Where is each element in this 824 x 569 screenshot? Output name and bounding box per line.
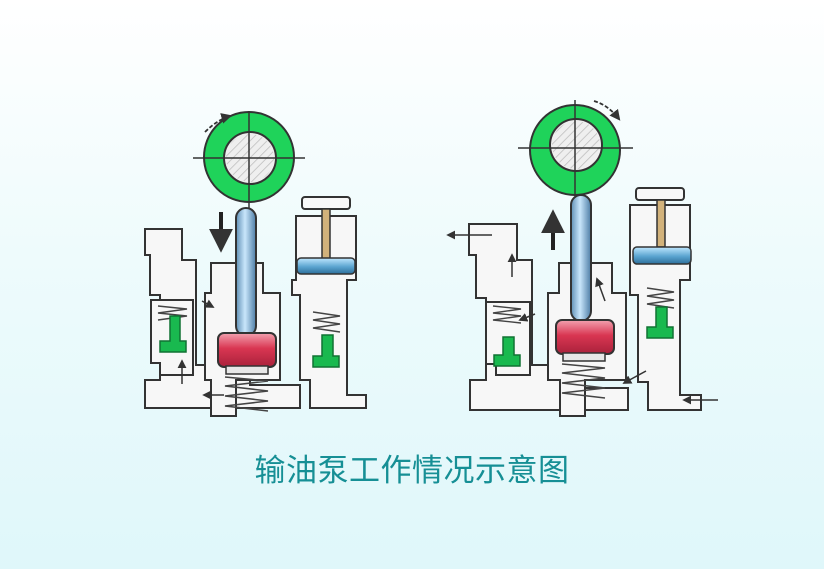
left-rotation-arrow: [204, 113, 233, 133]
right-piston: [555, 319, 615, 355]
left-inlet-valve: [159, 315, 187, 353]
left-outlet-valve-spring: [312, 311, 341, 333]
left-blue-disk: [296, 257, 356, 275]
left-piston: [217, 332, 277, 368]
left-adjuster-stem: [321, 208, 331, 261]
right-flow-arrow-plunger: [595, 277, 606, 302]
left-outlet-valve: [312, 334, 340, 368]
left-plunger: [235, 207, 257, 337]
left-flow-arrow-passage: [201, 299, 215, 308]
right-flow-arrow-lower-channel: [622, 370, 647, 384]
left-adjuster-cap: [301, 196, 351, 210]
right-main-spring: [561, 363, 606, 399]
right-inlet-valve: [493, 336, 521, 367]
right-flow-arrow-mid-left: [518, 313, 536, 322]
right-rotation-arrow: [593, 100, 621, 121]
right-outlet-valve: [646, 306, 674, 339]
right-adjuster-stem: [656, 199, 666, 248]
right-plunger: [570, 194, 592, 322]
right-blue-disk: [632, 246, 692, 265]
right-pump-panel: [446, 100, 718, 417]
right-lower-plate: [562, 352, 606, 362]
left-pump-panel: [144, 111, 367, 417]
bottom-partial-text: [330, 558, 540, 569]
diagram-caption: 输油泵工作情况示意图: [254, 453, 570, 489]
left-eccentric-wheel: [193, 111, 305, 209]
right-eccentric-wheel: [518, 100, 633, 196]
left-main-spring: [224, 376, 269, 412]
left-lower-plate: [225, 365, 269, 375]
right-inlet-valve-spring: [492, 305, 522, 324]
right-outlet-valve-spring: [646, 287, 675, 309]
right-adjuster-cap: [635, 187, 685, 201]
